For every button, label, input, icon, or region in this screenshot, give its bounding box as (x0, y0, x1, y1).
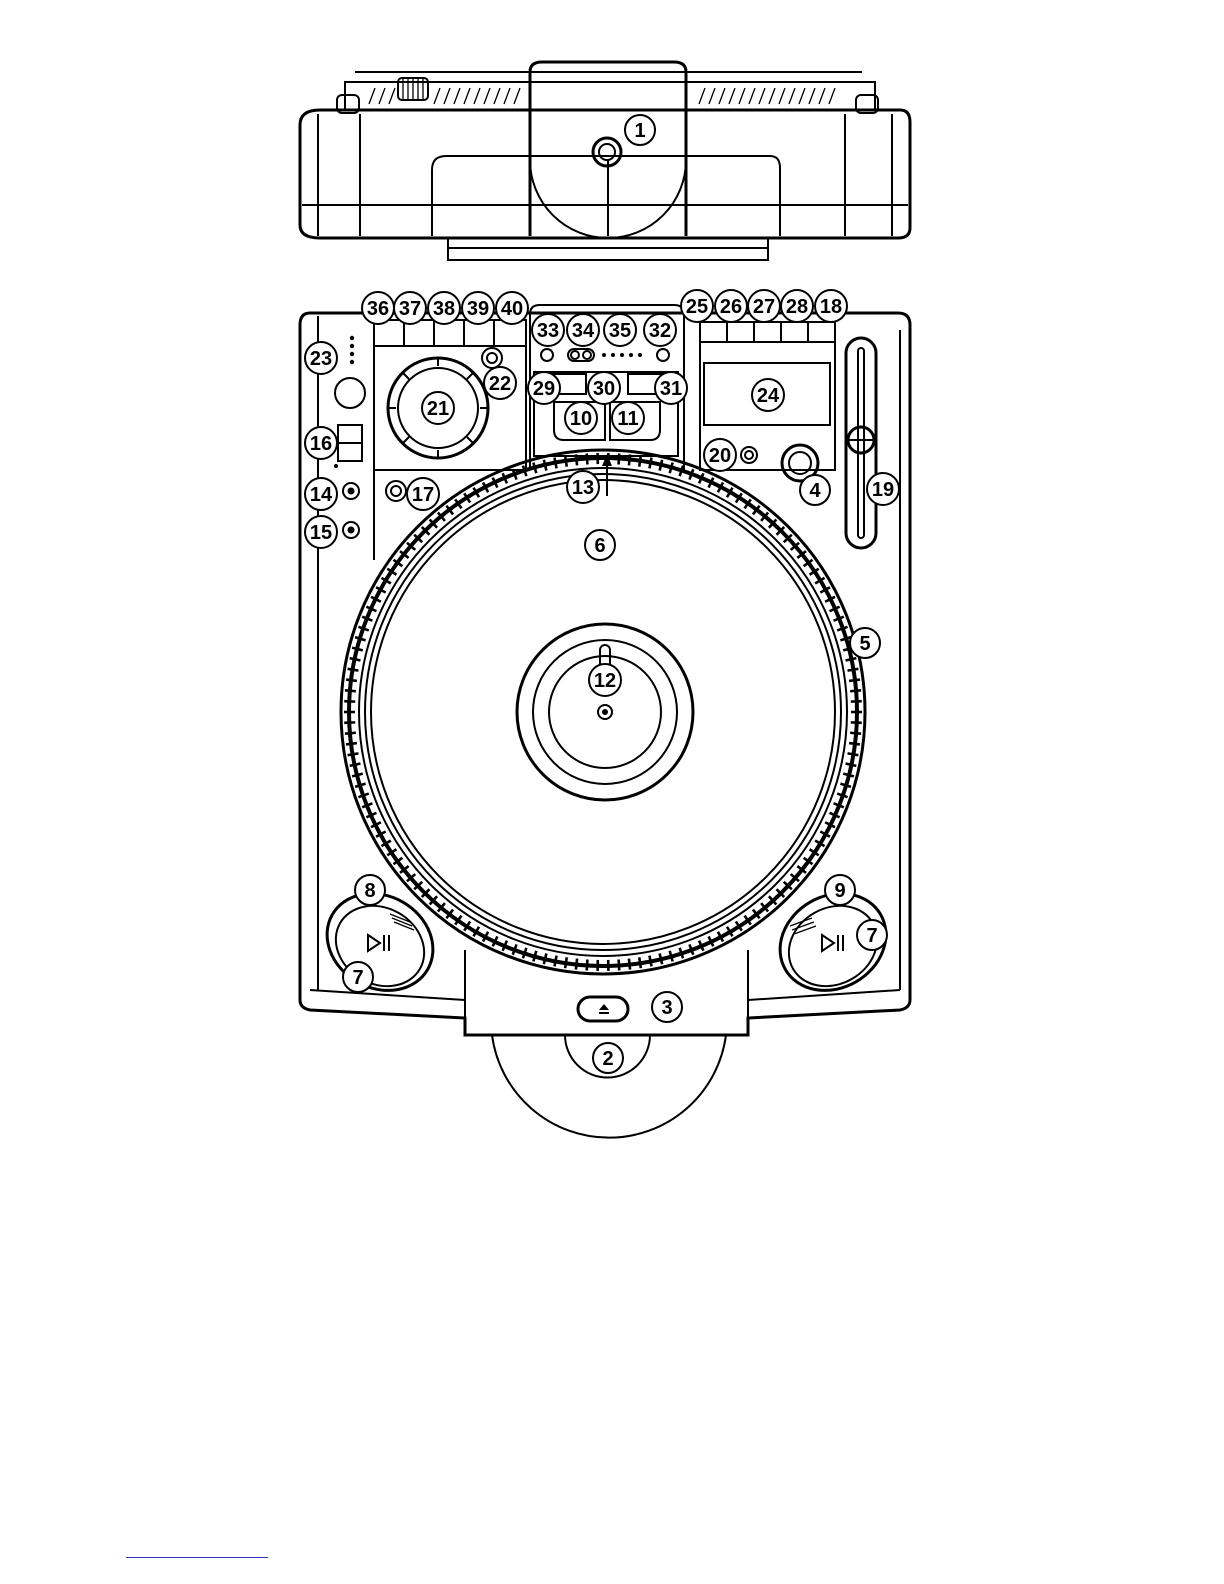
callout-20: 20 (704, 439, 736, 471)
callout-1: 1 (625, 115, 655, 145)
callout-18: 18 (815, 290, 847, 322)
callout-number: 9 (834, 880, 845, 902)
callout-22: 22 (484, 367, 516, 399)
callout-34: 34 (567, 314, 599, 346)
callout-2: 2 (593, 1043, 623, 1073)
callout-3: 3 (652, 992, 682, 1022)
callout-number: 13 (572, 477, 594, 499)
callout-37: 37 (394, 292, 426, 324)
callout-35: 35 (604, 314, 636, 346)
callout-4: 4 (800, 475, 830, 505)
callout-12: 12 (589, 664, 621, 696)
callout-17: 17 (407, 478, 439, 510)
footnote-rule (126, 1557, 268, 1558)
callout-number: 31 (660, 378, 682, 400)
callout-40: 40 (496, 292, 528, 324)
callout-number: 39 (467, 298, 489, 320)
callout-number: 34 (572, 320, 595, 342)
callout-7: 7 (343, 962, 373, 992)
callout-number: 37 (399, 298, 421, 320)
callout-number: 26 (720, 296, 742, 318)
button-33 (541, 349, 553, 361)
callout-28: 28 (781, 290, 813, 322)
callout-24: 24 (752, 379, 784, 411)
button-17 (386, 481, 406, 501)
callout-number: 17 (412, 484, 434, 506)
callout-14: 14 (305, 478, 337, 510)
callout-number: 29 (533, 378, 555, 400)
callout-number: 30 (593, 378, 615, 400)
callout-19: 19 (867, 473, 899, 505)
button-32 (657, 349, 669, 361)
callout-32: 32 (644, 314, 676, 346)
callout-number: 36 (367, 298, 389, 320)
callout-9: 9 (825, 875, 855, 905)
callout-8: 8 (355, 875, 385, 905)
pitch-slider-19 (846, 338, 876, 548)
led-dots-23 (350, 336, 354, 364)
callout-number: 32 (649, 320, 671, 342)
callout-27: 27 (748, 290, 780, 322)
callout-33: 33 (532, 314, 564, 346)
front-view (300, 62, 910, 260)
callout-number: 5 (859, 633, 870, 655)
callout-23: 23 (305, 342, 337, 374)
button-23 (335, 378, 365, 408)
callout-5: 5 (850, 628, 880, 658)
callout-number: 10 (570, 408, 592, 430)
callout-number: 38 (433, 298, 455, 320)
callout-number: 22 (489, 373, 511, 395)
callout-7: 7 (857, 920, 887, 950)
callout-number: 40 (501, 298, 523, 320)
callout-26: 26 (715, 290, 747, 322)
led-dots-35 (602, 353, 642, 357)
callout-number: 16 (310, 433, 332, 455)
callout-number: 1 (634, 120, 645, 142)
callout-number: 33 (537, 320, 559, 342)
callout-number: 23 (310, 348, 332, 370)
callout-31: 31 (655, 372, 687, 404)
callout-number: 14 (310, 484, 333, 506)
callout-number: 11 (617, 408, 638, 430)
callout-36: 36 (362, 292, 394, 324)
callout-13: 13 (567, 471, 599, 503)
callout-number: 24 (757, 385, 780, 407)
front-vents-left (369, 88, 520, 104)
callout-number: 4 (809, 480, 821, 502)
callout-11: 11 (612, 402, 644, 434)
callout-number: 19 (872, 479, 894, 501)
callout-number: 20 (709, 445, 731, 467)
callout-29: 29 (528, 372, 560, 404)
knob-22 (482, 348, 502, 368)
callout-number: 27 (753, 296, 775, 318)
front-vents-right (699, 88, 835, 104)
callout-number: 8 (364, 880, 375, 902)
callout-38: 38 (428, 292, 460, 324)
callout-16: 16 (305, 427, 337, 459)
callout-39: 39 (462, 292, 494, 324)
callout-6: 6 (585, 530, 615, 560)
callout-15: 15 (305, 516, 337, 548)
callout-number: 28 (786, 296, 808, 318)
callout-number: 12 (594, 670, 616, 692)
callout-10: 10 (565, 402, 597, 434)
callout-number: 7 (352, 967, 363, 989)
top-view (300, 305, 910, 1138)
button-20 (741, 447, 757, 463)
callout-number: 25 (686, 296, 708, 318)
callout-number: 7 (866, 925, 877, 947)
callout-25: 25 (681, 290, 713, 322)
callout-number: 6 (594, 535, 605, 557)
callout-number: 18 (820, 296, 842, 318)
callout-number: 2 (602, 1048, 613, 1070)
callout-number: 35 (609, 320, 631, 342)
callout-number: 21 (427, 398, 449, 420)
callout-21: 21 (422, 392, 454, 424)
callout-number: 15 (310, 522, 332, 544)
callout-number: 3 (661, 997, 672, 1019)
callout-30: 30 (588, 372, 620, 404)
